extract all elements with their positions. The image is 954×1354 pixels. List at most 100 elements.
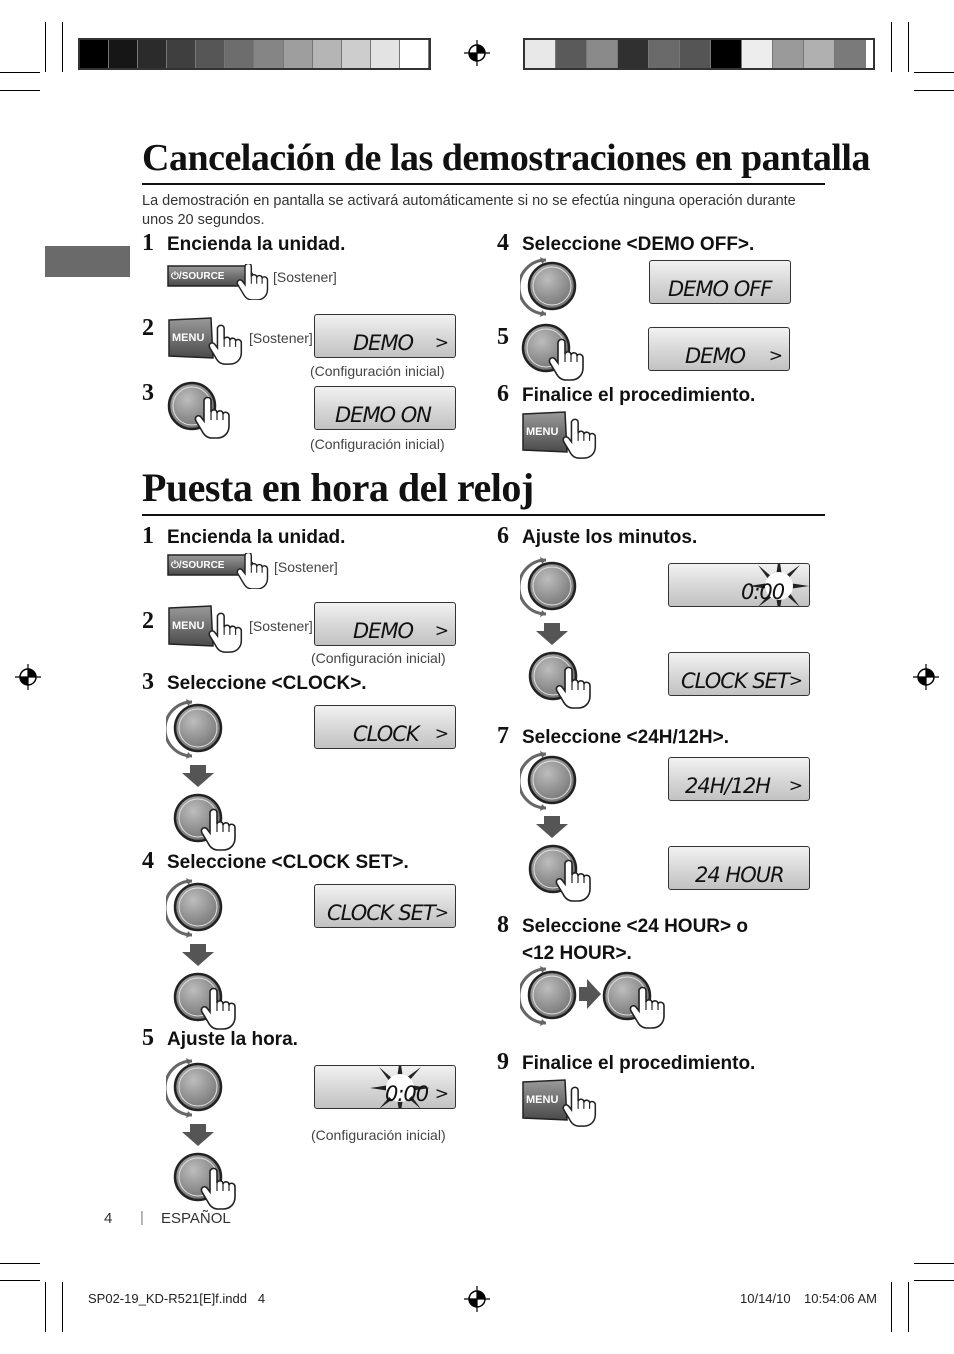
control-dial-press-icon[interactable]: [527, 650, 599, 710]
slug-time: 10:54:06 AM: [804, 1291, 877, 1306]
hold-label: [Sostener]: [274, 559, 338, 575]
color-swatch: [804, 40, 835, 68]
color-swatch: [618, 40, 649, 68]
source-button[interactable]: ⏻/SOURCE: [166, 264, 276, 300]
color-swatch: [370, 40, 400, 68]
crop-mark: [908, 1282, 909, 1332]
color-bar-right: [523, 38, 875, 70]
step-number: 8: [497, 912, 509, 938]
color-swatch: [525, 40, 556, 68]
crop-mark: [62, 1282, 63, 1332]
control-dial-turn-icon[interactable]: [166, 1057, 228, 1119]
lcd-display: DEMO>: [314, 602, 456, 646]
source-button[interactable]: ⏻/SOURCE: [166, 553, 276, 589]
step-text: Seleccione <24 HOUR> o: [522, 916, 748, 937]
control-dial-turn-icon[interactable]: [520, 750, 582, 812]
crop-mark: [914, 1280, 954, 1281]
menu-button-label: MENU: [172, 620, 204, 632]
step-text: Ajuste la hora.: [167, 1029, 298, 1050]
control-dial-turn-icon[interactable]: [520, 256, 582, 318]
crop-mark: [0, 72, 40, 73]
footer-language: ESPAÑOL: [161, 1210, 231, 1227]
section1-rule: [142, 183, 825, 185]
color-swatch: [399, 40, 429, 68]
section1-title: Cancelación de las demostraciones en pan…: [142, 137, 870, 179]
step-number: 5: [497, 324, 509, 350]
menu-button[interactable]: MENU: [167, 604, 249, 654]
step-text: Ajuste los minutos.: [522, 527, 698, 548]
step-number: 2: [142, 315, 154, 341]
arrow-down-icon: [182, 765, 214, 787]
slug-file: SP02-19_KD-R521[E]f.indd 4: [88, 1291, 266, 1306]
hold-label: [Sostener]: [273, 269, 337, 285]
step-text: Finalice el procedimiento.: [522, 385, 756, 406]
step-number: 3: [142, 669, 154, 695]
color-swatch: [167, 40, 197, 68]
step-number: 4: [142, 848, 154, 874]
menu-button[interactable]: MENU: [521, 1078, 603, 1128]
control-dial-press-icon[interactable]: [172, 971, 244, 1031]
crop-mark: [0, 1263, 40, 1264]
control-dial-turn-icon[interactable]: [520, 965, 582, 1027]
arrow-down-icon: [536, 623, 568, 645]
section2-title: Puesta en hora del reloj: [142, 465, 534, 510]
crop-mark: [62, 22, 63, 72]
lcd-text: 24 HOUR: [695, 863, 785, 887]
menu-button[interactable]: MENU: [521, 410, 603, 460]
color-swatch: [587, 40, 618, 68]
control-dial-turn-icon[interactable]: [520, 556, 582, 618]
control-dial-turn-icon[interactable]: [166, 877, 228, 939]
lcd-text: DEMO ON: [335, 403, 432, 427]
caption: (Configuración inicial): [311, 650, 446, 666]
color-swatch: [742, 40, 773, 68]
chevron-right-icon: >: [788, 776, 803, 796]
step-number: 2: [142, 608, 154, 634]
step-number: 1: [142, 523, 154, 549]
step-number: 3: [142, 380, 154, 406]
language-tab: [45, 246, 130, 277]
arrow-down-icon: [182, 1124, 214, 1146]
step-text: Encienda la unidad.: [167, 234, 346, 255]
lcd-display: 24 HOUR: [668, 846, 810, 890]
control-dial-press-icon[interactable]: [601, 970, 673, 1030]
footer-separator: |: [140, 1209, 144, 1226]
arrow-down-icon: [536, 816, 568, 838]
crop-mark: [914, 90, 954, 91]
step-text: Finalice el procedimiento.: [522, 1053, 756, 1074]
lcd-display: 24H/12H >: [668, 757, 810, 801]
hold-label: [Sostener]: [249, 618, 313, 634]
step-text: Seleccione <CLOCK>.: [167, 673, 367, 694]
page-number: 4: [104, 1210, 113, 1227]
menu-button[interactable]: MENU: [167, 316, 249, 366]
source-button-label: ⏻/SOURCE: [171, 270, 225, 282]
color-swatch: [556, 40, 587, 68]
crop-mark: [891, 1282, 892, 1332]
crop-mark: [914, 72, 954, 73]
chevron-right-icon: >: [434, 333, 449, 353]
control-dial-press-icon[interactable]: [520, 322, 592, 382]
crop-mark: [45, 1282, 46, 1332]
chevron-right-icon: >: [768, 346, 783, 366]
color-swatch: [835, 40, 866, 68]
arrow-down-icon: [182, 944, 214, 966]
lcd-text: DEMO: [685, 344, 746, 368]
color-swatch: [109, 40, 139, 68]
control-dial-press-icon[interactable]: [166, 380, 238, 440]
lcd-display: DEMO ON: [314, 386, 456, 430]
color-swatch: [341, 40, 371, 68]
caption: (Configuración inicial): [310, 363, 445, 379]
control-dial-press-icon[interactable]: [172, 792, 244, 852]
crop-mark: [0, 90, 40, 91]
section1-intro: La demostración en pantalla se activará …: [142, 193, 796, 228]
step-text: Seleccione <24H/12H>.: [522, 727, 730, 748]
crop-mark: [45, 22, 46, 72]
lcd-display: 0:00>: [314, 1065, 456, 1109]
step-number: 1: [142, 230, 154, 256]
control-dial-turn-icon[interactable]: [166, 698, 228, 760]
color-bar-left: [78, 38, 431, 70]
lcd-text: DEMO: [353, 619, 414, 643]
control-dial-press-icon[interactable]: [527, 843, 599, 903]
control-dial-press-icon[interactable]: [172, 1151, 244, 1211]
step-number: 4: [497, 230, 509, 256]
lcd-text: 24H/12H: [685, 774, 771, 798]
